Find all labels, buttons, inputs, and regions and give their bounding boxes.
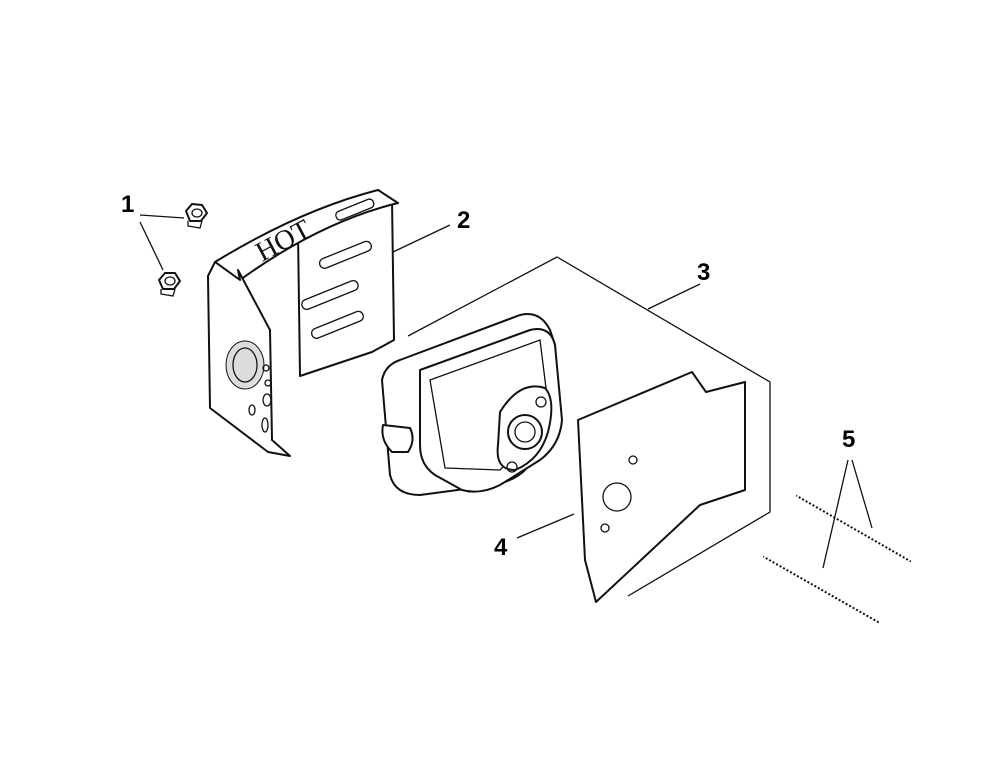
leader-2 (392, 224, 451, 253)
part-3-bracket (407, 256, 771, 597)
muffler (381, 313, 563, 496)
stud-lower (762, 554, 880, 625)
callout-3: 3 (697, 259, 711, 286)
leader-5 (822, 459, 873, 569)
callout-4: 4 (494, 534, 508, 561)
callout-5: 5 (842, 426, 856, 453)
leader-4 (516, 513, 575, 539)
nut-lower (158, 272, 181, 297)
heat-shield (207, 189, 399, 457)
leader-1 (139, 214, 185, 271)
callout-1: 1 (121, 191, 135, 218)
nut-upper (185, 203, 208, 229)
callout-2: 2 (457, 207, 471, 234)
gasket (577, 371, 746, 603)
stud-upper (795, 493, 912, 564)
